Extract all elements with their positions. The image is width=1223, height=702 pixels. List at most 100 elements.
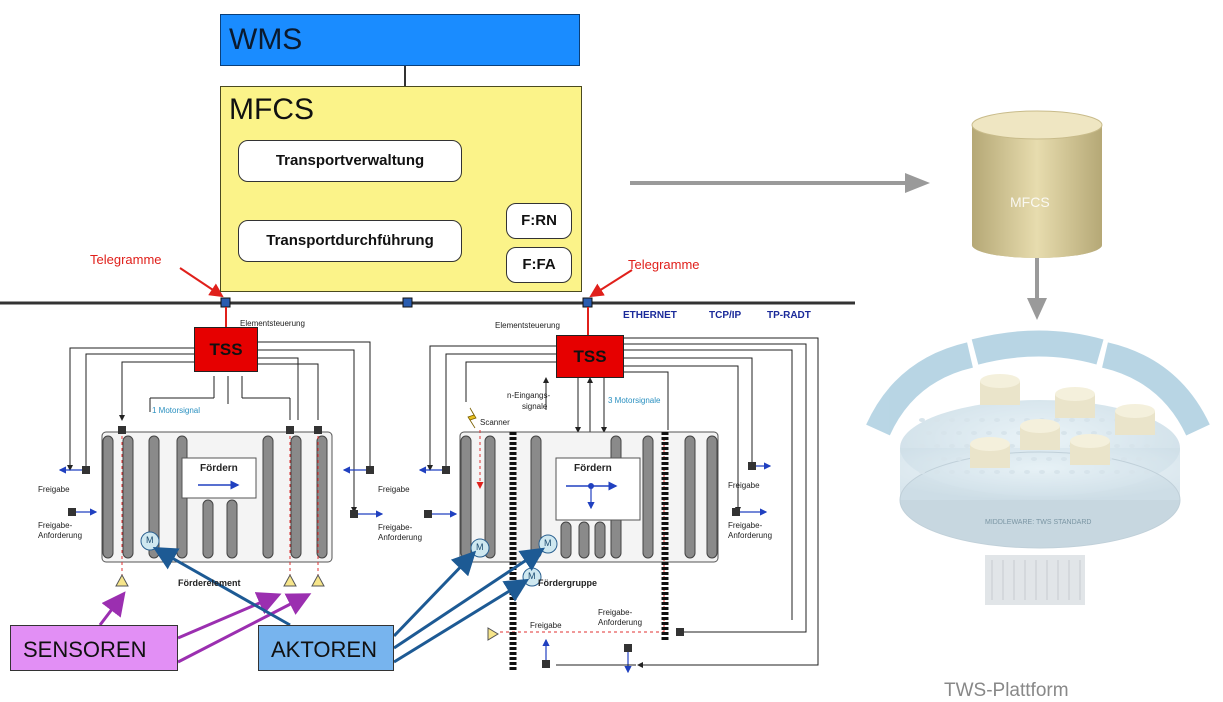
platform-pin bbox=[1069, 470, 1075, 474]
bottom-freigabe-anf-1: Freigabe- bbox=[598, 608, 633, 617]
platform-pin bbox=[934, 418, 940, 422]
platform-pin bbox=[1151, 457, 1157, 461]
bottom-freigabe-anf-2: Anforderung bbox=[598, 618, 643, 627]
platform-pin bbox=[1076, 431, 1082, 435]
platform-pin bbox=[926, 457, 932, 461]
motor-left-label: M bbox=[146, 535, 154, 545]
platform-pin bbox=[926, 431, 932, 435]
roller bbox=[684, 435, 696, 559]
motor-right-2-label: M bbox=[544, 538, 552, 548]
tws-plattform-label: TWS-Plattform bbox=[944, 680, 1069, 701]
platform-pin bbox=[919, 470, 925, 474]
platform-pin bbox=[919, 418, 925, 422]
f-rn-box: F:RN bbox=[506, 203, 572, 239]
tss-right-box: TSS bbox=[556, 335, 624, 378]
mini-cylinder-top bbox=[1115, 404, 1155, 418]
roller bbox=[530, 435, 542, 559]
freigabe-anf-right-left-1: Freigabe- bbox=[378, 523, 413, 532]
mini-cylinder-top bbox=[1055, 387, 1095, 401]
freigabe-left-label: Freigabe bbox=[38, 485, 70, 494]
platform-pin bbox=[1016, 457, 1022, 461]
foerdern-left-label: Fördern bbox=[200, 463, 238, 474]
mini-cylinder-top bbox=[1070, 434, 1110, 448]
scanner-label: Scanner bbox=[480, 418, 510, 427]
mini-cylinder-top bbox=[1020, 419, 1060, 433]
platform-pin bbox=[934, 444, 940, 448]
platform-pin bbox=[1009, 418, 1015, 422]
platform-pin bbox=[1054, 470, 1060, 474]
platform-pin bbox=[949, 444, 955, 448]
foerdergruppe-label: Fördergruppe bbox=[538, 578, 598, 588]
platform-pin bbox=[1114, 470, 1120, 474]
sensoren-box: SENSOREN bbox=[10, 625, 178, 671]
wms-box: WMS bbox=[220, 14, 580, 66]
roller bbox=[484, 435, 496, 559]
freigabe-anf-left-1: Freigabe- bbox=[38, 521, 73, 530]
f-fa-box: F:FA bbox=[506, 247, 572, 283]
platform-pin bbox=[1084, 418, 1090, 422]
tss-right-label: TSS bbox=[573, 347, 607, 366]
freigabe-anf-right-right-1: Freigabe- bbox=[728, 521, 763, 530]
eingang-label-2: signale bbox=[522, 402, 548, 411]
roller bbox=[594, 521, 606, 559]
foerdern-right-label: Fördern bbox=[574, 463, 612, 474]
aktoren-label: AKTOREN bbox=[271, 637, 377, 662]
platform-pin bbox=[964, 418, 970, 422]
roller bbox=[560, 521, 572, 559]
platform-pin bbox=[941, 457, 947, 461]
platform-pin bbox=[1061, 431, 1067, 435]
platform-pin bbox=[1099, 418, 1105, 422]
platform-pin bbox=[971, 431, 977, 435]
transportverwaltung-label: Transportverwaltung bbox=[275, 152, 425, 169]
aktoren-box: AKTOREN bbox=[258, 625, 394, 671]
f-rn-label: F:RN bbox=[521, 212, 557, 229]
platform-pin bbox=[1099, 470, 1105, 474]
platform-pin bbox=[1024, 470, 1030, 474]
roller bbox=[262, 435, 274, 559]
platform-pin bbox=[949, 418, 955, 422]
elementsteuerung-left-label: Elementsteuerung bbox=[240, 319, 305, 328]
transportdurchfuehrung-box: Transportdurchführung bbox=[238, 220, 462, 262]
mini-cylinder-top bbox=[980, 374, 1020, 388]
platform-pin bbox=[1084, 470, 1090, 474]
telegram-right-label: Telegramme bbox=[628, 257, 700, 272]
platform-pin bbox=[956, 431, 962, 435]
platform-pin bbox=[1129, 444, 1135, 448]
platform-pin bbox=[956, 457, 962, 461]
transportdurchfuehrung-label: Transportdurchführung bbox=[266, 232, 434, 249]
freigabe-right-right-label: Freigabe bbox=[728, 481, 760, 490]
tss-left-label: TSS bbox=[209, 340, 243, 359]
platform-pin bbox=[1054, 418, 1060, 422]
roller bbox=[290, 435, 302, 559]
platform-pin bbox=[1144, 470, 1150, 474]
platform-pin bbox=[964, 444, 970, 448]
middleware-label: MIDDLEWARE: TWS STANDARD bbox=[985, 519, 1092, 526]
telegram-left-label: Telegramme bbox=[90, 252, 162, 267]
platform-pin bbox=[994, 418, 1000, 422]
platform-pin bbox=[1114, 444, 1120, 448]
elementsteuerung-right-label: Elementsteuerung bbox=[495, 321, 560, 330]
platform-pin bbox=[979, 470, 985, 474]
platform-pin bbox=[1069, 418, 1075, 422]
foerderelement-label: Förderelement bbox=[178, 578, 241, 588]
roller bbox=[226, 499, 238, 559]
platform-pin bbox=[1009, 444, 1015, 448]
freigabe-anf-right-right-2: Anforderung bbox=[728, 531, 773, 540]
roller bbox=[460, 435, 472, 559]
mfcs-cylinder-icon bbox=[971, 110, 1103, 258]
platform-pin bbox=[1001, 431, 1007, 435]
freigabe-anf-left-2: Anforderung bbox=[38, 531, 83, 540]
platform-pin bbox=[986, 431, 992, 435]
tss-left-box: TSS bbox=[194, 327, 258, 372]
platform-pin bbox=[964, 470, 970, 474]
platform-pin bbox=[1136, 457, 1142, 461]
platform-pin bbox=[919, 444, 925, 448]
platform-pin bbox=[1039, 470, 1045, 474]
platform-pin bbox=[1046, 457, 1052, 461]
f-fa-label: F:FA bbox=[522, 256, 556, 273]
sensoren-label: SENSOREN bbox=[23, 637, 147, 662]
roller bbox=[642, 435, 654, 559]
transportverwaltung-box: Transportverwaltung bbox=[238, 140, 462, 182]
freigabe-right-left-label: Freigabe bbox=[378, 485, 410, 494]
